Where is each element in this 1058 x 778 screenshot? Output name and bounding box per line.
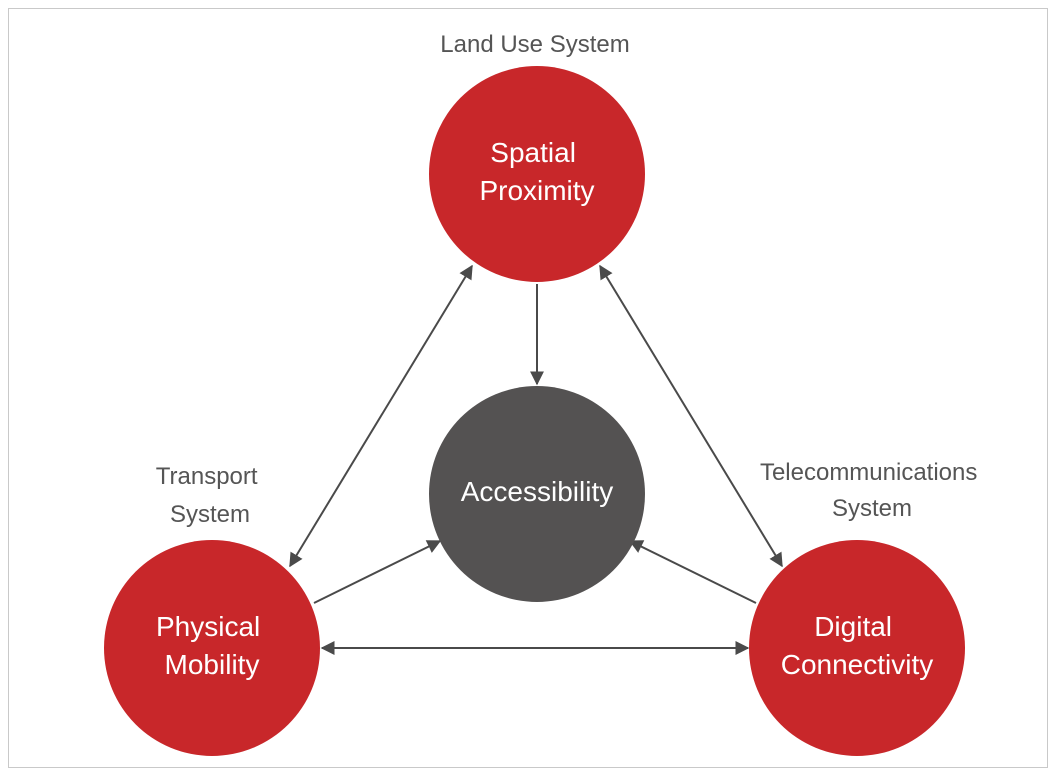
node-circle (429, 386, 645, 602)
node-label-line: Digital (814, 611, 892, 642)
node-label-line: Connectivity (781, 649, 934, 680)
node-circle (104, 540, 320, 756)
arrow-proximity-mobility (289, 264, 473, 568)
system-label-transport: Transport System (156, 463, 264, 528)
arrow-proximity-connectivity (599, 264, 783, 568)
system-label-line: System (170, 501, 250, 528)
node-label-line: Physical (156, 611, 260, 642)
node-spatial-proximity: Spatial Proximity (429, 66, 645, 282)
system-label-line: Land Use System (440, 31, 629, 58)
node-accessibility: Accessibility (429, 386, 645, 602)
arrow-connectivity-to-accessibility (628, 540, 757, 604)
svg-text:Physical Mobility: Physical Mobility (156, 611, 268, 680)
system-label-line: Telecommunications (760, 459, 977, 486)
node-circle (749, 540, 965, 756)
diagram-frame (8, 8, 1048, 768)
svg-text:Accessibility: Accessibility (461, 476, 613, 507)
node-label-line: Mobility (165, 649, 260, 680)
node-label-line: Spatial (490, 137, 576, 168)
svg-text:Spatial Proximity: Spatial Proximity (479, 137, 594, 206)
node-label-line: Accessibility (461, 476, 613, 507)
node-physical-mobility: Physical Mobility (104, 540, 320, 756)
system-label-line: Transport (156, 463, 258, 490)
node-circle (429, 66, 645, 282)
connectors (289, 264, 783, 655)
node-digital-connectivity: Digital Connectivity (749, 540, 965, 756)
system-label-land-use: Land Use System (440, 31, 629, 58)
node-label-line: Proximity (479, 175, 594, 206)
system-label-telecom: Telecommunications System (760, 459, 984, 522)
system-label-line: System (832, 495, 912, 522)
arrow-mobility-to-accessibility (313, 540, 442, 604)
svg-text:Digital Connectivity: Digital Connectivity (781, 611, 934, 680)
